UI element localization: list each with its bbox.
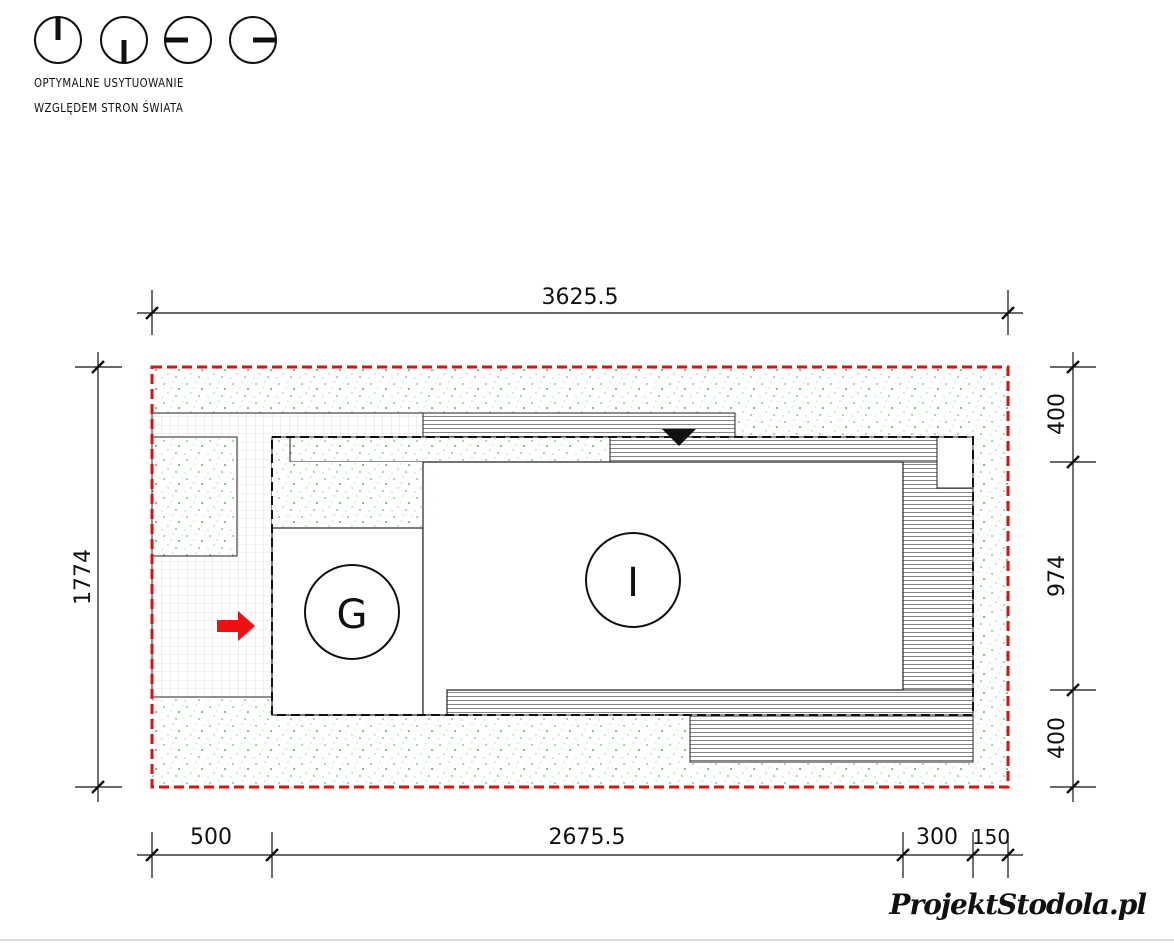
garage-label: G xyxy=(337,592,368,638)
terrace-top-2 xyxy=(609,436,974,463)
entrance-triangle-icon xyxy=(662,429,696,446)
dimension-top: 3625.5 xyxy=(542,285,619,310)
corner-box xyxy=(936,436,974,489)
terrace-bottom xyxy=(446,689,974,716)
green-patch xyxy=(272,462,423,528)
orientation-west-icon xyxy=(164,16,212,64)
dimension-left: 1774 xyxy=(71,549,96,605)
dimension-lines xyxy=(75,290,1096,878)
orientation-south-icon xyxy=(100,16,148,64)
dimension-right-3: 400 xyxy=(1045,717,1070,759)
dimension-right-1: 400 xyxy=(1045,393,1070,435)
legend-line-2: WZGLĘDEM STRON ŚWIATA xyxy=(34,101,184,115)
green-strip xyxy=(289,436,611,463)
dimension-bottom-2: 2675.5 xyxy=(549,825,626,850)
house-label: I xyxy=(627,560,639,606)
orientation-north-icon xyxy=(34,16,82,64)
terrace-lower xyxy=(689,714,974,763)
dimension-bottom-4: 150 xyxy=(972,825,1010,849)
orientation-east-icon xyxy=(229,16,277,64)
building-outline-dashed xyxy=(271,436,974,716)
dimension-bottom-3: 300 xyxy=(916,825,958,850)
legend-line-1: OPTYMALNE USYTUOWANIE xyxy=(34,76,184,90)
green-bed xyxy=(151,436,238,557)
divider xyxy=(0,939,1174,941)
brand-logo: ProjektStodola.pl xyxy=(889,888,1147,921)
terrace-right xyxy=(902,461,974,716)
dimension-bottom-1: 500 xyxy=(190,825,232,850)
plot-boundary xyxy=(150,365,1010,789)
dimension-right-2: 974 xyxy=(1045,555,1070,597)
entrance-arrow-icon xyxy=(217,611,255,641)
